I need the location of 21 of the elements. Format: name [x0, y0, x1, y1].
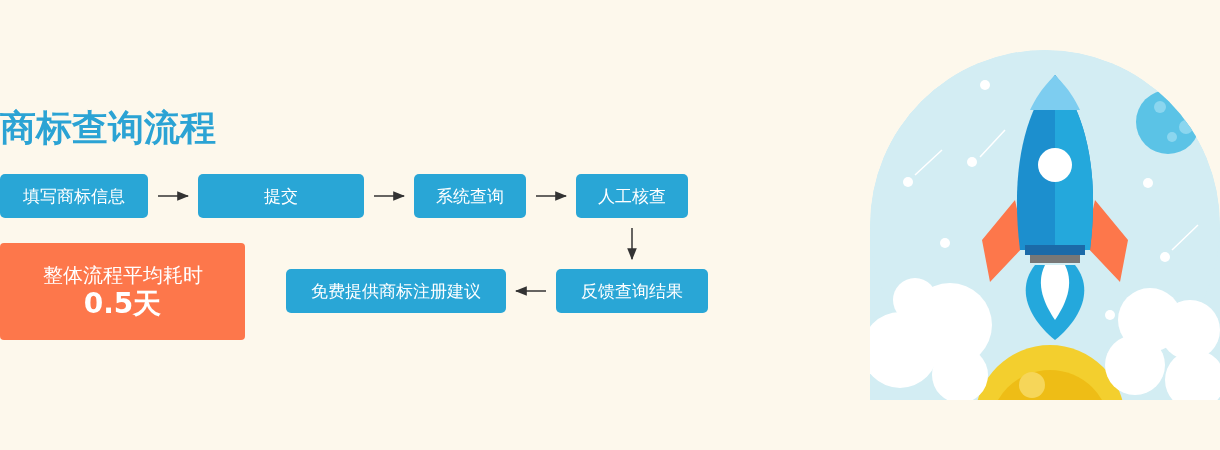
- arrow: [514, 286, 547, 296]
- summary-label: 整体流程平均耗时: [42, 262, 203, 287]
- step-label: 人工核查: [598, 184, 666, 208]
- arrow: [627, 227, 637, 261]
- arrow: [373, 191, 406, 201]
- diagram-title: 商标查询流程: [0, 106, 216, 150]
- step-label: 反馈查询结果: [581, 279, 683, 303]
- step-label: 免费提供商标注册建议: [311, 279, 481, 303]
- process-box: [556, 269, 708, 313]
- arrow: [535, 191, 568, 201]
- arrow: [157, 191, 190, 201]
- process-box: [576, 174, 688, 218]
- process-box: [414, 174, 526, 218]
- step-label: 系统查询: [436, 184, 504, 208]
- process-box: [198, 174, 364, 218]
- duration-value: 0.5天: [83, 286, 162, 321]
- step-label: 填写商标信息: [23, 184, 125, 208]
- step-label: 提交: [264, 184, 298, 208]
- process-box: [286, 269, 506, 313]
- summary-box: [0, 243, 245, 340]
- process-box: [0, 174, 148, 218]
